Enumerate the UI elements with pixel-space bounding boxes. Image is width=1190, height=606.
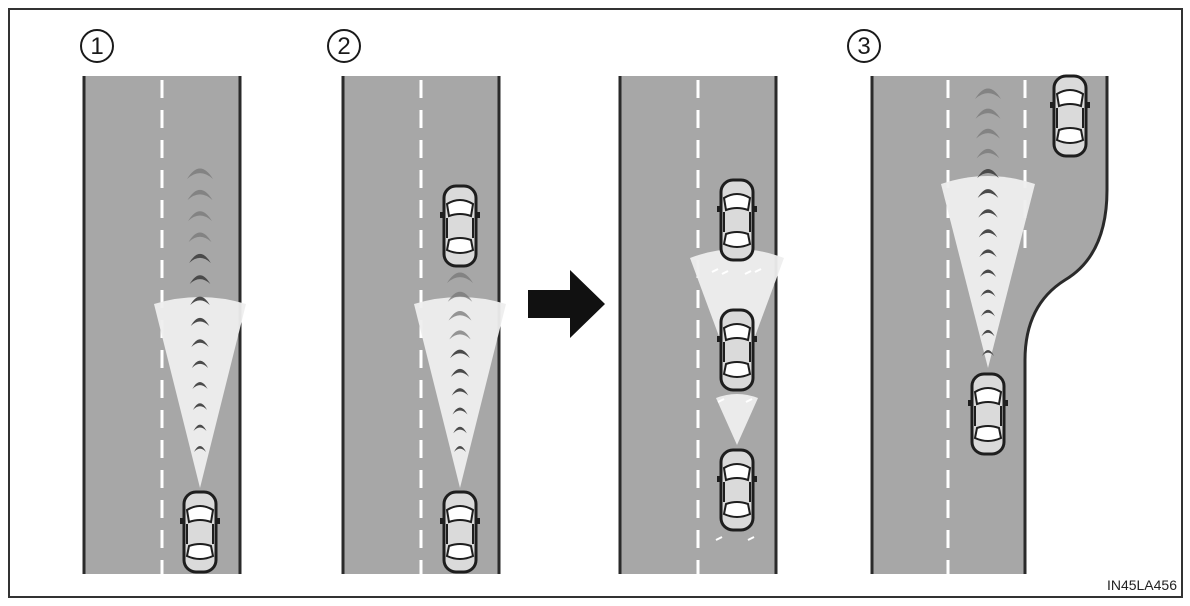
- radar-wave-mark: [975, 88, 1001, 99]
- panel-2-end: [618, 76, 784, 574]
- radar-wave-mark: [190, 317, 210, 326]
- radar-wave-mark: [188, 232, 212, 242]
- radar-wave-mark: [451, 388, 469, 396]
- radar-wave-mark: [192, 381, 208, 389]
- panel-number: 3: [857, 33, 870, 60]
- vehicle-icon: [438, 184, 482, 268]
- radar-wave: [447, 272, 473, 452]
- radar-wave-mark: [453, 426, 467, 434]
- radar-wave-mark: [981, 329, 995, 337]
- road-edge: [1023, 76, 1109, 574]
- radar-wave-mark: [977, 189, 999, 198]
- panel-label-1: 1: [80, 29, 114, 63]
- panel-label-2: 2: [327, 29, 361, 63]
- radar-wave-mark: [980, 289, 996, 297]
- radar-wave-mark: [449, 330, 471, 340]
- radar-wave-mark: [982, 350, 994, 356]
- panel-1: [82, 76, 246, 574]
- panel-number: 1: [90, 33, 103, 60]
- radar-wave-mark: [190, 296, 210, 305]
- radar-wave-mark: [976, 128, 1000, 139]
- radar-beam: [716, 394, 758, 445]
- vehicle-icon: [966, 372, 1010, 456]
- radar-wave-mark: [450, 349, 470, 359]
- vehicle-icon: [715, 448, 759, 532]
- radar-beam: [414, 297, 506, 488]
- panel-number: 2: [337, 33, 350, 60]
- radar-wave-mark: [976, 148, 1000, 159]
- vehicle-icon: [715, 178, 759, 262]
- radar-wave-mark: [191, 360, 209, 368]
- radar-wave-mark: [979, 269, 997, 277]
- radar-wave-mark: [191, 339, 209, 347]
- radar-wave-mark: [450, 368, 470, 377]
- panel-2-start: [341, 76, 506, 574]
- radar-wave-mark: [188, 211, 212, 221]
- radar-wave: [187, 168, 213, 452]
- radar-wave-mark: [978, 229, 998, 238]
- radar-wave-mark: [189, 275, 211, 284]
- vehicle-icon: [438, 490, 482, 574]
- figure-code: IN45LA456: [1107, 577, 1177, 593]
- radar-wave-mark: [977, 168, 999, 179]
- vehicle-icon: [178, 490, 222, 574]
- radar-wave-mark: [447, 272, 473, 283]
- radar-wave-mark: [187, 189, 213, 200]
- panel-3: [870, 74, 1109, 574]
- transition-arrow-icon: [528, 270, 605, 338]
- radar-wave: [711, 268, 762, 541]
- radar-wave-mark: [448, 311, 472, 321]
- radar-wave-mark: [194, 446, 206, 452]
- radar-wave-mark: [192, 403, 208, 410]
- vehicle-icon: [1048, 74, 1092, 158]
- radar-wave: [975, 88, 1001, 356]
- radar-wave-mark: [975, 108, 1001, 119]
- vehicle-icon: [715, 308, 759, 392]
- radar-wave-mark: [452, 407, 468, 415]
- radar-wave-mark: [978, 209, 998, 218]
- radar-wave-mark: [454, 446, 466, 452]
- radar-wave-mark: [447, 291, 473, 302]
- radar-beam: [154, 297, 246, 488]
- panel-label-3: 3: [847, 29, 881, 63]
- radar-wave-mark: [980, 309, 996, 317]
- radar-wave-mark: [193, 424, 207, 431]
- radar-wave-mark: [189, 253, 211, 263]
- radar-wave-mark: [187, 168, 213, 179]
- radar-wave-mark: [979, 249, 997, 258]
